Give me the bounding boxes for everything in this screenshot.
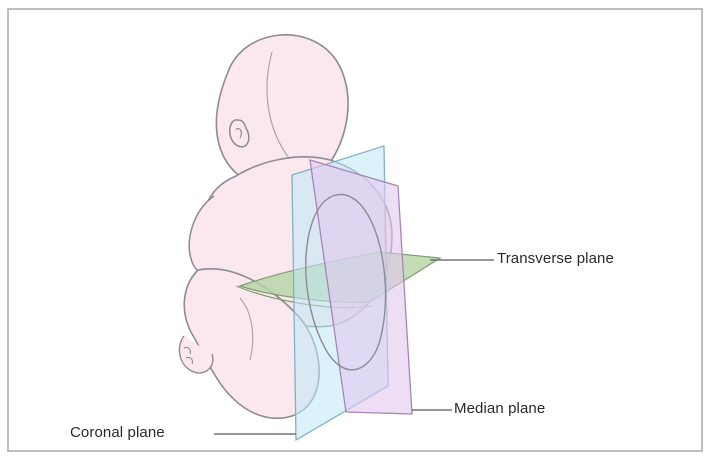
coronal-plane-label: Coronal plane — [70, 424, 165, 441]
transverse-plane-label: Transverse plane — [497, 250, 614, 267]
median-plane-label: Median plane — [454, 400, 545, 417]
